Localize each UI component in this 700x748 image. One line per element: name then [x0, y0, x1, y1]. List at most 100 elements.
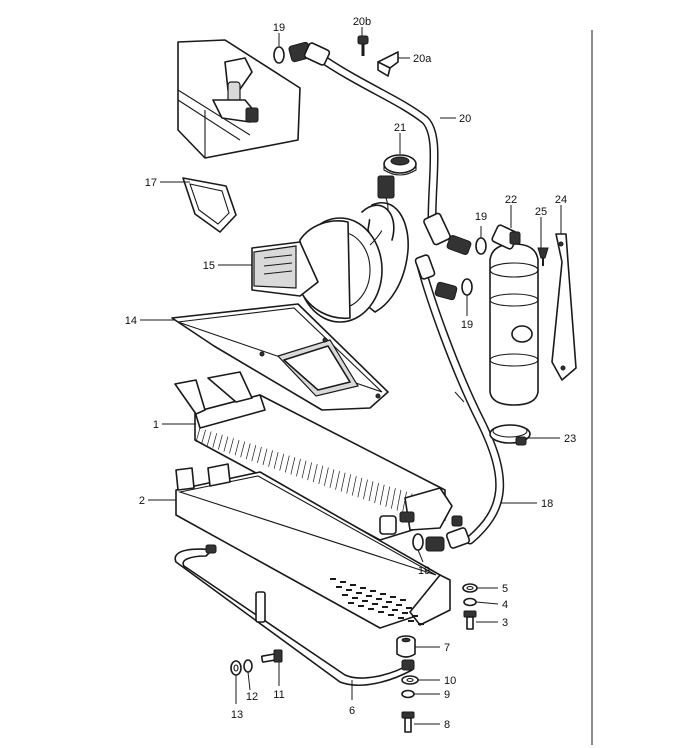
evaporator-fin	[284, 455, 290, 473]
callout-6: 6	[349, 705, 355, 717]
tray-vent-slot	[360, 587, 366, 589]
callout-20b: 20b	[353, 16, 371, 28]
washer-19-right-upper	[475, 237, 487, 255]
tray-vent-slot	[352, 597, 358, 599]
evaporator-fin	[385, 486, 391, 507]
tray-vent-slot	[388, 614, 394, 616]
evaporator-fin	[245, 443, 251, 460]
callout-13: 13	[231, 709, 243, 721]
screw-20b-part	[357, 35, 369, 56]
callout-labels: 19 20b 20a 20 21 17 15 14 1 2 22 25 24 1…	[125, 16, 577, 731]
evaporator-fin	[234, 439, 240, 456]
callout-11: 11	[273, 689, 284, 701]
tray-vent-slot	[370, 590, 376, 592]
evaporator-fins	[195, 427, 441, 525]
callout-22: 22	[505, 194, 517, 206]
tray-vent-slot	[396, 604, 402, 606]
tray-vent-slot	[348, 602, 354, 604]
evaporator-fin	[223, 436, 229, 452]
evaporator-fin	[324, 467, 329, 486]
tray-vent-slot	[356, 592, 362, 594]
callout-8: 8	[444, 719, 450, 731]
callout-9: 9	[444, 689, 450, 701]
tray-vent-slot	[376, 598, 382, 600]
tray-vent-slot	[336, 586, 342, 588]
callout-20: 20	[459, 113, 471, 125]
callout-20a: 20a	[413, 53, 432, 65]
tray-vent-slot	[358, 605, 364, 607]
evaporator-fin	[363, 479, 368, 500]
tray-vent-slot	[366, 595, 372, 597]
bracket-24-part	[551, 233, 577, 381]
callout-21: 21	[394, 122, 406, 134]
washer-13-part	[230, 660, 242, 676]
blower-part	[251, 175, 409, 323]
spacer-7-part	[396, 635, 416, 658]
evaporator-fin	[262, 448, 268, 465]
washer-9-part	[401, 689, 415, 699]
evaporator-fin	[396, 489, 402, 511]
evaporator-fin	[273, 452, 279, 469]
evaporator-fin	[374, 483, 379, 504]
callout-24: 24	[555, 194, 567, 206]
callout-19-right-lower: 19	[461, 319, 473, 331]
evaporator-fin	[217, 434, 223, 450]
upper-cover-part	[171, 303, 389, 411]
tray-vent-slot	[392, 609, 398, 611]
callout-19-right-upper: 19	[475, 211, 487, 223]
support-strap-part	[174, 544, 415, 686]
callout-3: 3	[502, 617, 508, 629]
evaporator-fin	[290, 457, 296, 475]
callout-23: 23	[564, 433, 576, 445]
evaporator-fin	[379, 484, 385, 505]
upper-hose-part	[288, 41, 472, 255]
tray-vent-slot	[368, 608, 374, 610]
bolt-8-part	[401, 711, 415, 733]
evaporator-fin	[212, 433, 218, 448]
evaporator-fin	[301, 460, 307, 479]
grommet-part	[383, 154, 417, 176]
callout-17: 17	[145, 177, 157, 189]
callout-1: 1	[153, 419, 159, 431]
screw-25-part	[537, 247, 549, 266]
evaporator-fin	[402, 491, 407, 513]
evaporator-fin	[257, 446, 262, 464]
tray-vent-slot	[408, 620, 414, 622]
washer-4-part	[463, 597, 477, 607]
evaporator-fin	[368, 481, 374, 502]
tray-vent-slot	[346, 589, 352, 591]
washer-5-part	[462, 583, 478, 593]
gasket-part	[182, 177, 237, 233]
evaporator-fin	[229, 438, 234, 454]
evaporator-fin	[195, 427, 201, 443]
bolt-11-part	[260, 649, 283, 663]
tray-vent-slot	[340, 581, 346, 583]
tray-vent-slot	[330, 578, 336, 580]
tray-vent-slot	[350, 584, 356, 586]
evaporator-fin	[251, 445, 257, 462]
callout-19-bottom: 19	[418, 565, 430, 577]
tray-vent-slot	[398, 617, 404, 619]
tray-vent-slot	[380, 593, 386, 595]
tray-vent-slot	[402, 612, 408, 614]
tray-vent-slot	[406, 607, 412, 609]
callout-14: 14	[125, 315, 137, 327]
callout-5: 5	[502, 583, 508, 595]
evaporator-fin	[391, 488, 396, 509]
callout-19-top: 19	[273, 22, 285, 34]
callout-7: 7	[444, 642, 450, 654]
evaporator-fin	[312, 464, 318, 483]
washer-12-part	[243, 659, 253, 673]
lower-hose-part	[414, 254, 505, 552]
evaporator-fin	[335, 470, 340, 490]
callout-15: 15	[203, 260, 215, 272]
tray-vent-slot	[400, 599, 406, 601]
washer-19-bottom	[412, 533, 424, 551]
evaporator-fin	[351, 476, 357, 496]
lower-tray-part	[175, 463, 451, 629]
tray-vent-slot	[342, 594, 348, 596]
clamp-20a-part	[377, 51, 399, 77]
evaporator-fin	[307, 462, 312, 481]
evaporator-fin	[346, 474, 352, 494]
